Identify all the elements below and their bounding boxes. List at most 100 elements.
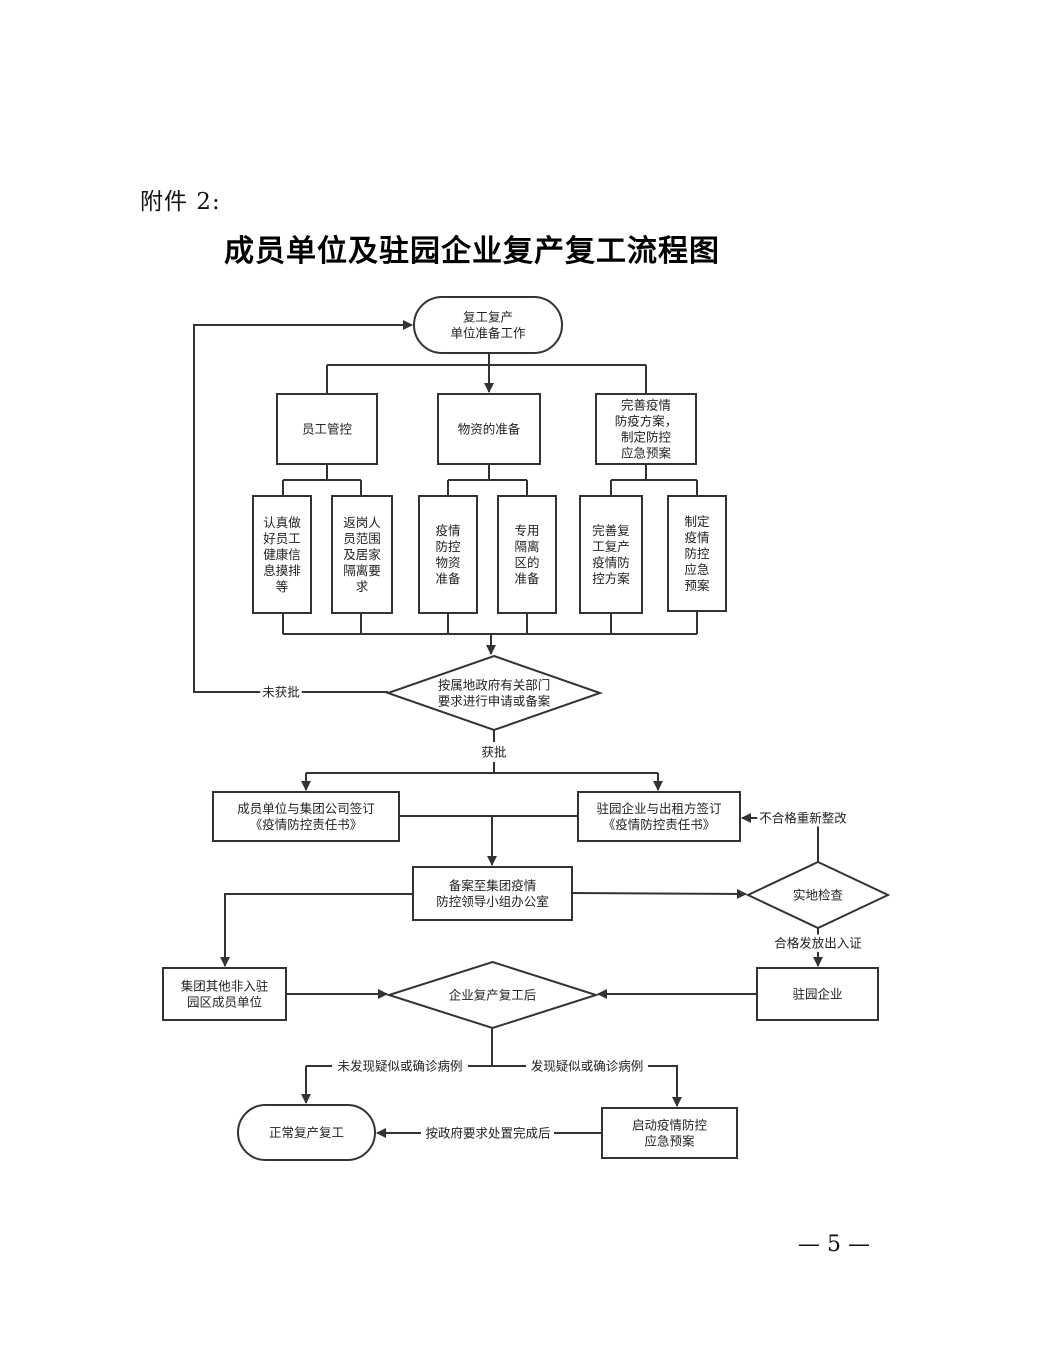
edge-label-approved: 获批 xyxy=(481,745,506,760)
node-label: 驻园企业 xyxy=(792,987,842,1002)
node-label: 息摸排 xyxy=(263,563,301,578)
node-label: 启动疫情防控 xyxy=(632,1118,708,1133)
node-label: 制定 xyxy=(684,514,709,529)
node-label: 物资的准备 xyxy=(458,422,521,437)
node-label: 预案 xyxy=(684,578,710,593)
node-label: 复工复产 xyxy=(463,310,513,325)
node-label: 隔离要 xyxy=(343,563,381,578)
node-label: 物资 xyxy=(435,555,460,570)
page-number: — 5 — xyxy=(798,1232,870,1257)
node-label: 健康信 xyxy=(263,547,301,562)
edge-label-background xyxy=(335,1057,465,1075)
node-label: 《疫情防控责任书》 xyxy=(603,817,716,832)
node-label: 完善复 xyxy=(592,523,630,538)
node-label: 专用 xyxy=(514,523,539,538)
node-label: 应急 xyxy=(684,562,709,577)
node-normal: 正常复产复工 xyxy=(237,1104,376,1161)
terminal-shape xyxy=(237,1104,376,1161)
connector-line xyxy=(648,1065,682,1107)
connector-line xyxy=(571,888,747,899)
process-shape xyxy=(497,495,557,614)
node-label: 制定防控 xyxy=(621,430,672,445)
edge-label-background xyxy=(260,683,302,701)
edge-label-rectify: 不合格重新整改 xyxy=(759,811,847,826)
process-shape xyxy=(577,791,741,842)
node-label: 按属地政府有关部门 xyxy=(438,678,551,693)
decision-shape xyxy=(385,960,600,1030)
node-sign-b: 驻园企业与出租方签订《疫情防控责任书》 xyxy=(577,791,741,842)
connector-line xyxy=(220,893,413,967)
edge-label-background xyxy=(423,1124,553,1142)
terminal-shape xyxy=(413,296,563,354)
node-label: 等 xyxy=(276,579,289,594)
node-label: 集团其他非入驻 xyxy=(181,979,269,994)
node-label: 疫情 xyxy=(435,523,460,538)
process-shape xyxy=(667,495,727,612)
node-label: 区的 xyxy=(514,555,539,570)
node-label: 《疫情防控责任书》 xyxy=(250,817,363,832)
node-label: 应急预案 xyxy=(644,1134,695,1149)
node-label: 防疫方案， xyxy=(615,414,678,429)
edge-label-background xyxy=(528,1057,646,1075)
edge-label-case-found: 发现疑似或确诊病例 xyxy=(531,1059,644,1074)
node-label: 准备 xyxy=(435,571,461,586)
decision-shape xyxy=(384,654,604,732)
node-label: 成员单位与集团公司签订 xyxy=(237,801,375,816)
node-label: 疫情 xyxy=(684,530,709,545)
process-shape xyxy=(212,791,400,842)
edge-label-pass-cert: 合格发放出入证 xyxy=(774,936,862,951)
node-label: 实地检查 xyxy=(793,888,844,903)
node-label: 返岗人 xyxy=(343,515,381,530)
process-shape xyxy=(331,495,393,614)
page-title: 成员单位及驻园企业复产复工流程图 xyxy=(224,234,720,269)
node-label: 认真做 xyxy=(263,515,301,530)
node-label: 隔离 xyxy=(514,539,539,554)
node-label: 及居家 xyxy=(343,547,381,562)
process-shape xyxy=(756,967,879,1021)
process-shape xyxy=(412,866,573,921)
node-label: 应急预案 xyxy=(621,446,672,461)
node-label: 防控 xyxy=(435,539,461,554)
process-shape xyxy=(579,495,643,614)
process-shape xyxy=(601,1107,738,1159)
node-park: 驻园企业 xyxy=(756,967,879,1021)
process-shape xyxy=(437,393,541,465)
process-shape xyxy=(418,495,478,614)
edge-label-background xyxy=(757,809,850,827)
node-label: 求 xyxy=(356,579,369,594)
node-label: 完善疫情 xyxy=(621,398,671,413)
edge-label-background xyxy=(479,743,509,761)
edge-label-not-approved: 未获批 xyxy=(262,685,300,700)
node-label: 单位准备工作 xyxy=(450,326,526,341)
process-shape xyxy=(595,393,697,465)
node-label: 控方案 xyxy=(592,571,630,586)
edge-label-resolved: 按政府要求处置完成后 xyxy=(425,1126,550,1141)
node-label: 好员工 xyxy=(263,531,301,546)
node-label: 防控领导小组办公室 xyxy=(436,894,549,909)
process-shape xyxy=(162,967,287,1021)
process-shape xyxy=(252,495,312,614)
edge-label-no-case: 未发现疑似或确诊病例 xyxy=(337,1059,462,1074)
node-inspect: 实地检查 xyxy=(745,860,891,930)
node-label: 驻园企业与出租方签订 xyxy=(596,801,721,816)
process-shape xyxy=(276,393,378,465)
node-after: 企业复产复工后 xyxy=(385,960,600,1030)
node-supplies: 物资的准备 xyxy=(437,393,541,465)
node-label: 疫情防 xyxy=(592,555,630,570)
node-label: 要求进行申请或备案 xyxy=(438,694,551,709)
decision-shape xyxy=(745,860,891,930)
node-label: 备案至集团疫情 xyxy=(449,878,537,893)
node-label: 工复产 xyxy=(592,539,630,554)
